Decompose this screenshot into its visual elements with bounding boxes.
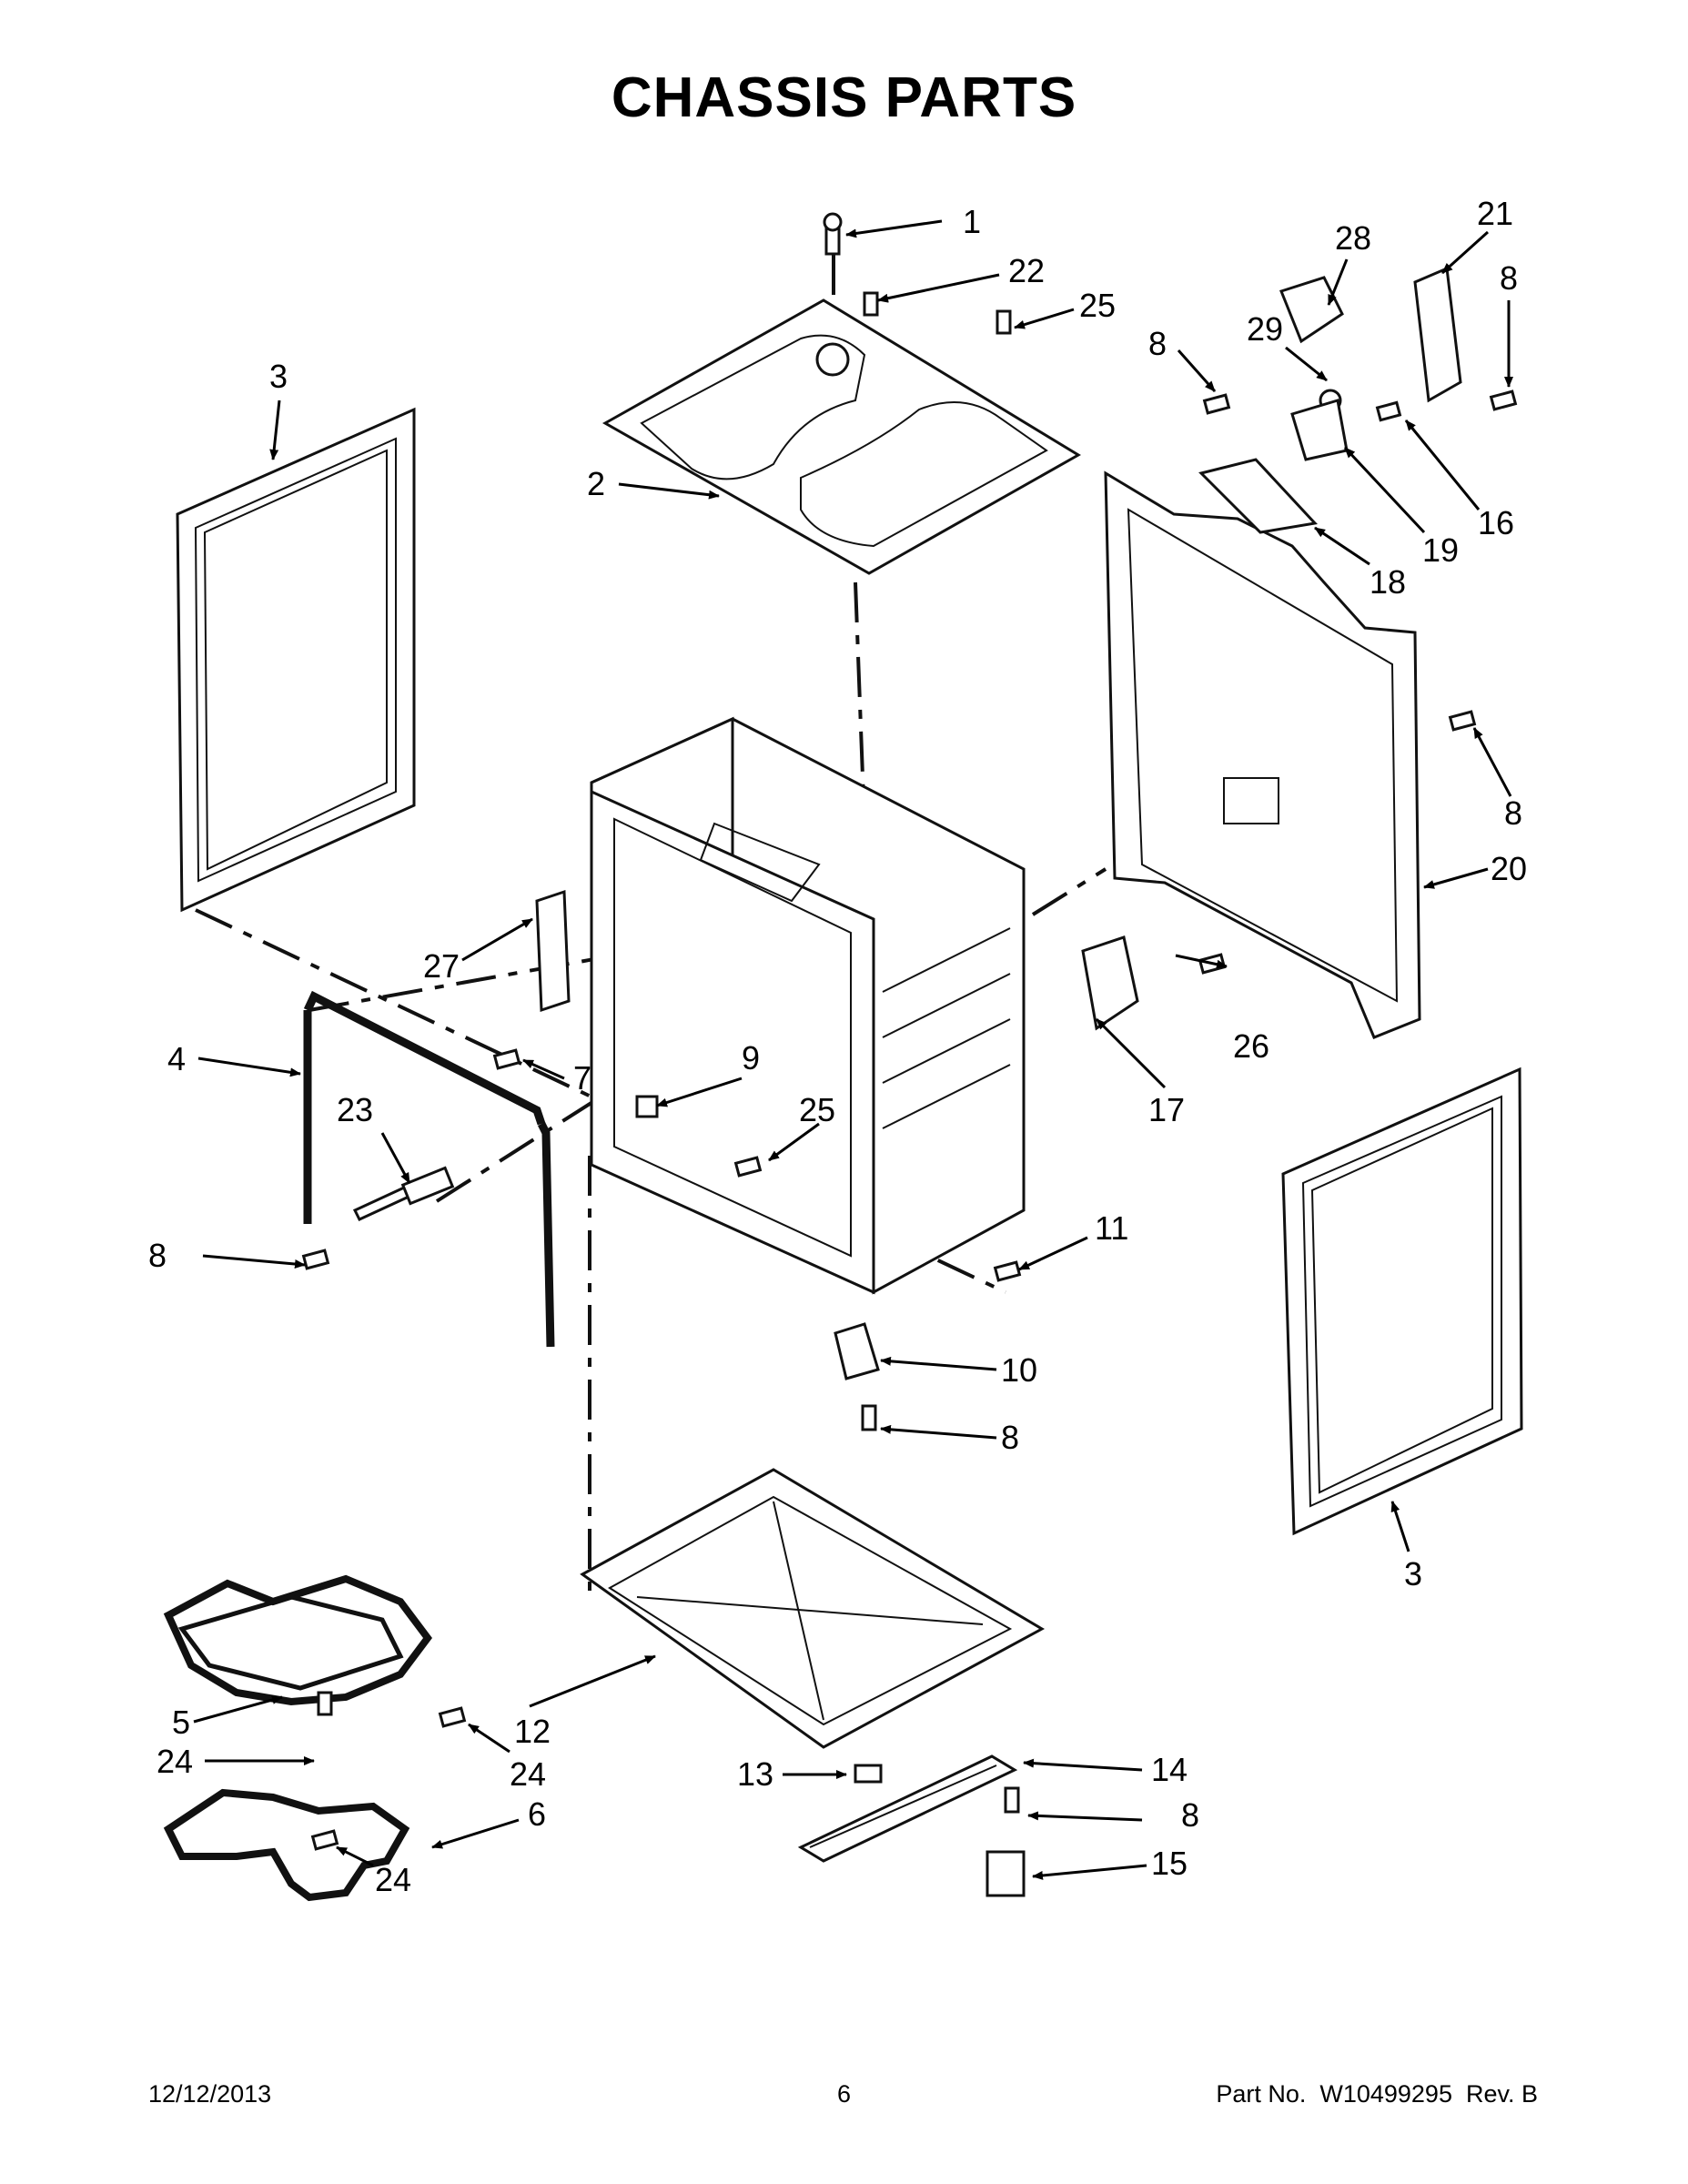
callout-label: 5 bbox=[172, 1704, 190, 1741]
callout-label: 8 bbox=[148, 1237, 167, 1274]
callout-label: 3 bbox=[269, 358, 288, 395]
callout-label: 17 bbox=[1148, 1091, 1185, 1128]
callout-label: 2 bbox=[587, 465, 605, 502]
leveling-leg-parts bbox=[797, 1754, 1026, 1897]
callout-label: 15 bbox=[1151, 1845, 1188, 1882]
callout-label: 8 bbox=[1148, 325, 1167, 362]
callout-label: 10 bbox=[1001, 1351, 1037, 1389]
callout-label: 6 bbox=[528, 1795, 546, 1833]
callout-label: 7 bbox=[573, 1059, 591, 1097]
callout-label: 26 bbox=[1233, 1027, 1269, 1065]
top-plate bbox=[601, 212, 1081, 575]
callout-label: 19 bbox=[1422, 531, 1459, 569]
callout-label: 8 bbox=[1001, 1419, 1019, 1456]
heating-elements bbox=[163, 1574, 467, 1902]
callout-label: 23 bbox=[337, 1091, 373, 1128]
callout-label: 8 bbox=[1500, 259, 1518, 297]
callout-label: 13 bbox=[737, 1755, 773, 1793]
callout-label: 24 bbox=[510, 1755, 546, 1793]
callout-label: 20 bbox=[1491, 850, 1527, 887]
callout-label: 24 bbox=[157, 1743, 193, 1780]
callout-label: 8 bbox=[1504, 794, 1522, 832]
callout-label: 9 bbox=[742, 1039, 760, 1077]
oven-cavity bbox=[590, 716, 1026, 1295]
callout-label: 27 bbox=[423, 947, 460, 985]
callout-label: 3 bbox=[1404, 1555, 1422, 1592]
callout-label: 12 bbox=[514, 1713, 551, 1750]
hinge-receptacle bbox=[834, 1322, 880, 1431]
callout-label: 28 bbox=[1335, 219, 1371, 257]
hardware-parts bbox=[301, 266, 1518, 1282]
callout-arrows bbox=[193, 219, 1513, 1880]
gasket-and-sensor bbox=[303, 990, 555, 1348]
left-side-panel bbox=[176, 407, 416, 913]
callout-label: 16 bbox=[1478, 504, 1514, 541]
callout-label: 25 bbox=[1079, 287, 1116, 324]
callout-label: 8 bbox=[1181, 1796, 1199, 1834]
footer-date: 12/12/2013 bbox=[148, 2080, 272, 2108]
footer-page-number: 6 bbox=[836, 2080, 852, 2108]
callout-label: 25 bbox=[799, 1091, 835, 1128]
callout-label: 22 bbox=[1008, 252, 1045, 289]
callout-label: 1 bbox=[963, 203, 981, 240]
callout-label: 11 bbox=[1095, 1209, 1128, 1247]
page-title: CHASSIS PARTS bbox=[611, 66, 1077, 129]
callout-label: 14 bbox=[1151, 1751, 1188, 1788]
callout-label: 29 bbox=[1247, 310, 1283, 348]
right-side-panel bbox=[1281, 1067, 1523, 1536]
bottom-pan bbox=[580, 1468, 1046, 1749]
rear-panel bbox=[1104, 470, 1421, 1039]
callout-label: 18 bbox=[1370, 563, 1406, 601]
callout-labels: 1 22 25 2 3 28 21 8 29 8 16 19 18 8 20 2… bbox=[148, 195, 1527, 1898]
callout-label: 21 bbox=[1477, 195, 1513, 232]
callout-label: 24 bbox=[375, 1861, 411, 1898]
footer-part-number: Part No. W10499295 Rev. B bbox=[1216, 2080, 1538, 2108]
callout-label: 4 bbox=[167, 1040, 186, 1077]
